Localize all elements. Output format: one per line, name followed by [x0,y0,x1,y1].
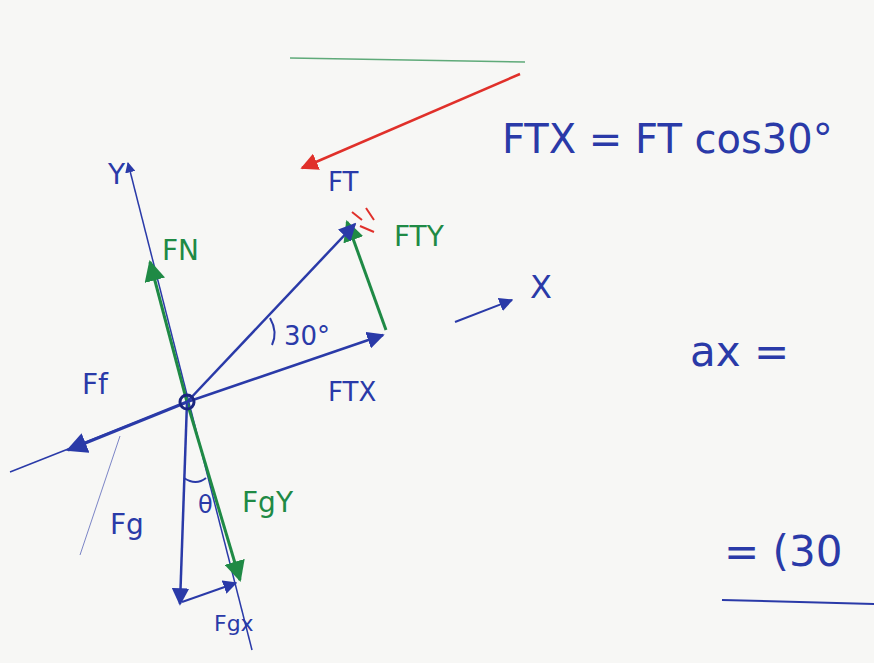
gravity-y [187,402,240,580]
underline [722,600,874,604]
tension-force [187,224,355,402]
object-dot [180,395,194,409]
angle-label: θ [196,492,215,518]
gravity-x [182,583,236,602]
x-axis [10,402,187,472]
axis-label: X [528,270,554,304]
force-label: Fgx [212,612,256,636]
force-label: FgY [240,488,295,518]
force-label: FTX [326,378,378,406]
equation: ax = [688,330,791,374]
force-label: Ff [80,370,110,400]
normal-force [150,262,187,402]
faint-line [290,58,525,62]
gravity-force [180,402,187,604]
force-label: FN [160,236,201,266]
axis-label: Y [106,160,127,190]
red-arrow [302,74,520,168]
angle-arc [184,478,206,482]
angle-label: 30° [282,322,332,350]
friction-force [68,402,187,450]
angle-arc [270,318,275,345]
force-label: FTY [392,222,446,252]
red-marks [352,208,374,232]
force-label: FT [326,168,360,196]
y-axis [128,163,252,650]
equation: = (30 [722,530,844,574]
x-axis-arrow [455,300,512,322]
tension-y [347,222,386,330]
equation: FTX = FT cos30° [500,118,835,160]
force-label: Fg [108,510,146,540]
